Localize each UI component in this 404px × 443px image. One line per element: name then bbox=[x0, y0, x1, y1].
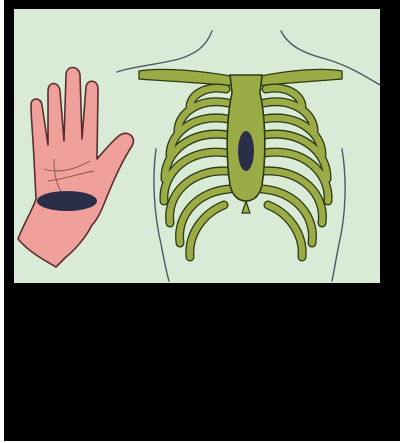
sternum-marker-icon bbox=[238, 131, 254, 171]
palm-marker-icon bbox=[37, 191, 97, 211]
illustration-svg bbox=[14, 9, 380, 283]
illustration-panel bbox=[14, 9, 380, 283]
